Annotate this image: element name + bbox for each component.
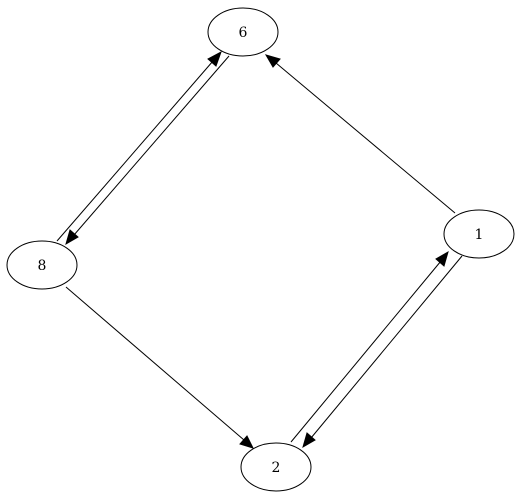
arrowhead [207, 50, 222, 67]
node-label: 8 [38, 258, 47, 274]
arrowhead [239, 435, 254, 449]
node-2[interactable]: 2 [240, 442, 312, 492]
arrowhead [302, 432, 316, 449]
edge-line [310, 255, 463, 439]
edge-line [73, 55, 230, 236]
edge-line [275, 62, 456, 214]
edge-6-to-8 [65, 55, 230, 246]
arrowhead [65, 229, 79, 246]
node-label: 1 [475, 227, 484, 243]
arrowhead [435, 250, 449, 267]
edge-2-to-1 [290, 250, 449, 443]
node-1[interactable]: 1 [443, 209, 515, 259]
edge-1-to-2 [302, 255, 463, 449]
edge-line [290, 260, 442, 443]
arrowhead [264, 54, 281, 68]
node-ellipse [6, 240, 78, 290]
edges-group [56, 50, 463, 449]
node-ellipse [207, 7, 279, 57]
nodes-group: 6 8 1 2 [6, 7, 515, 492]
edge-8-to-6 [56, 50, 222, 242]
edge-line [65, 286, 245, 441]
node-label: 2 [272, 460, 281, 476]
node-label: 6 [239, 25, 248, 41]
edge-line [56, 60, 214, 242]
node-8[interactable]: 8 [6, 240, 78, 290]
edge-8-to-2 [65, 286, 254, 449]
node-ellipse [240, 442, 312, 492]
edge-1-to-6 [264, 54, 456, 214]
node-ellipse [443, 209, 515, 259]
node-6[interactable]: 6 [207, 7, 279, 57]
